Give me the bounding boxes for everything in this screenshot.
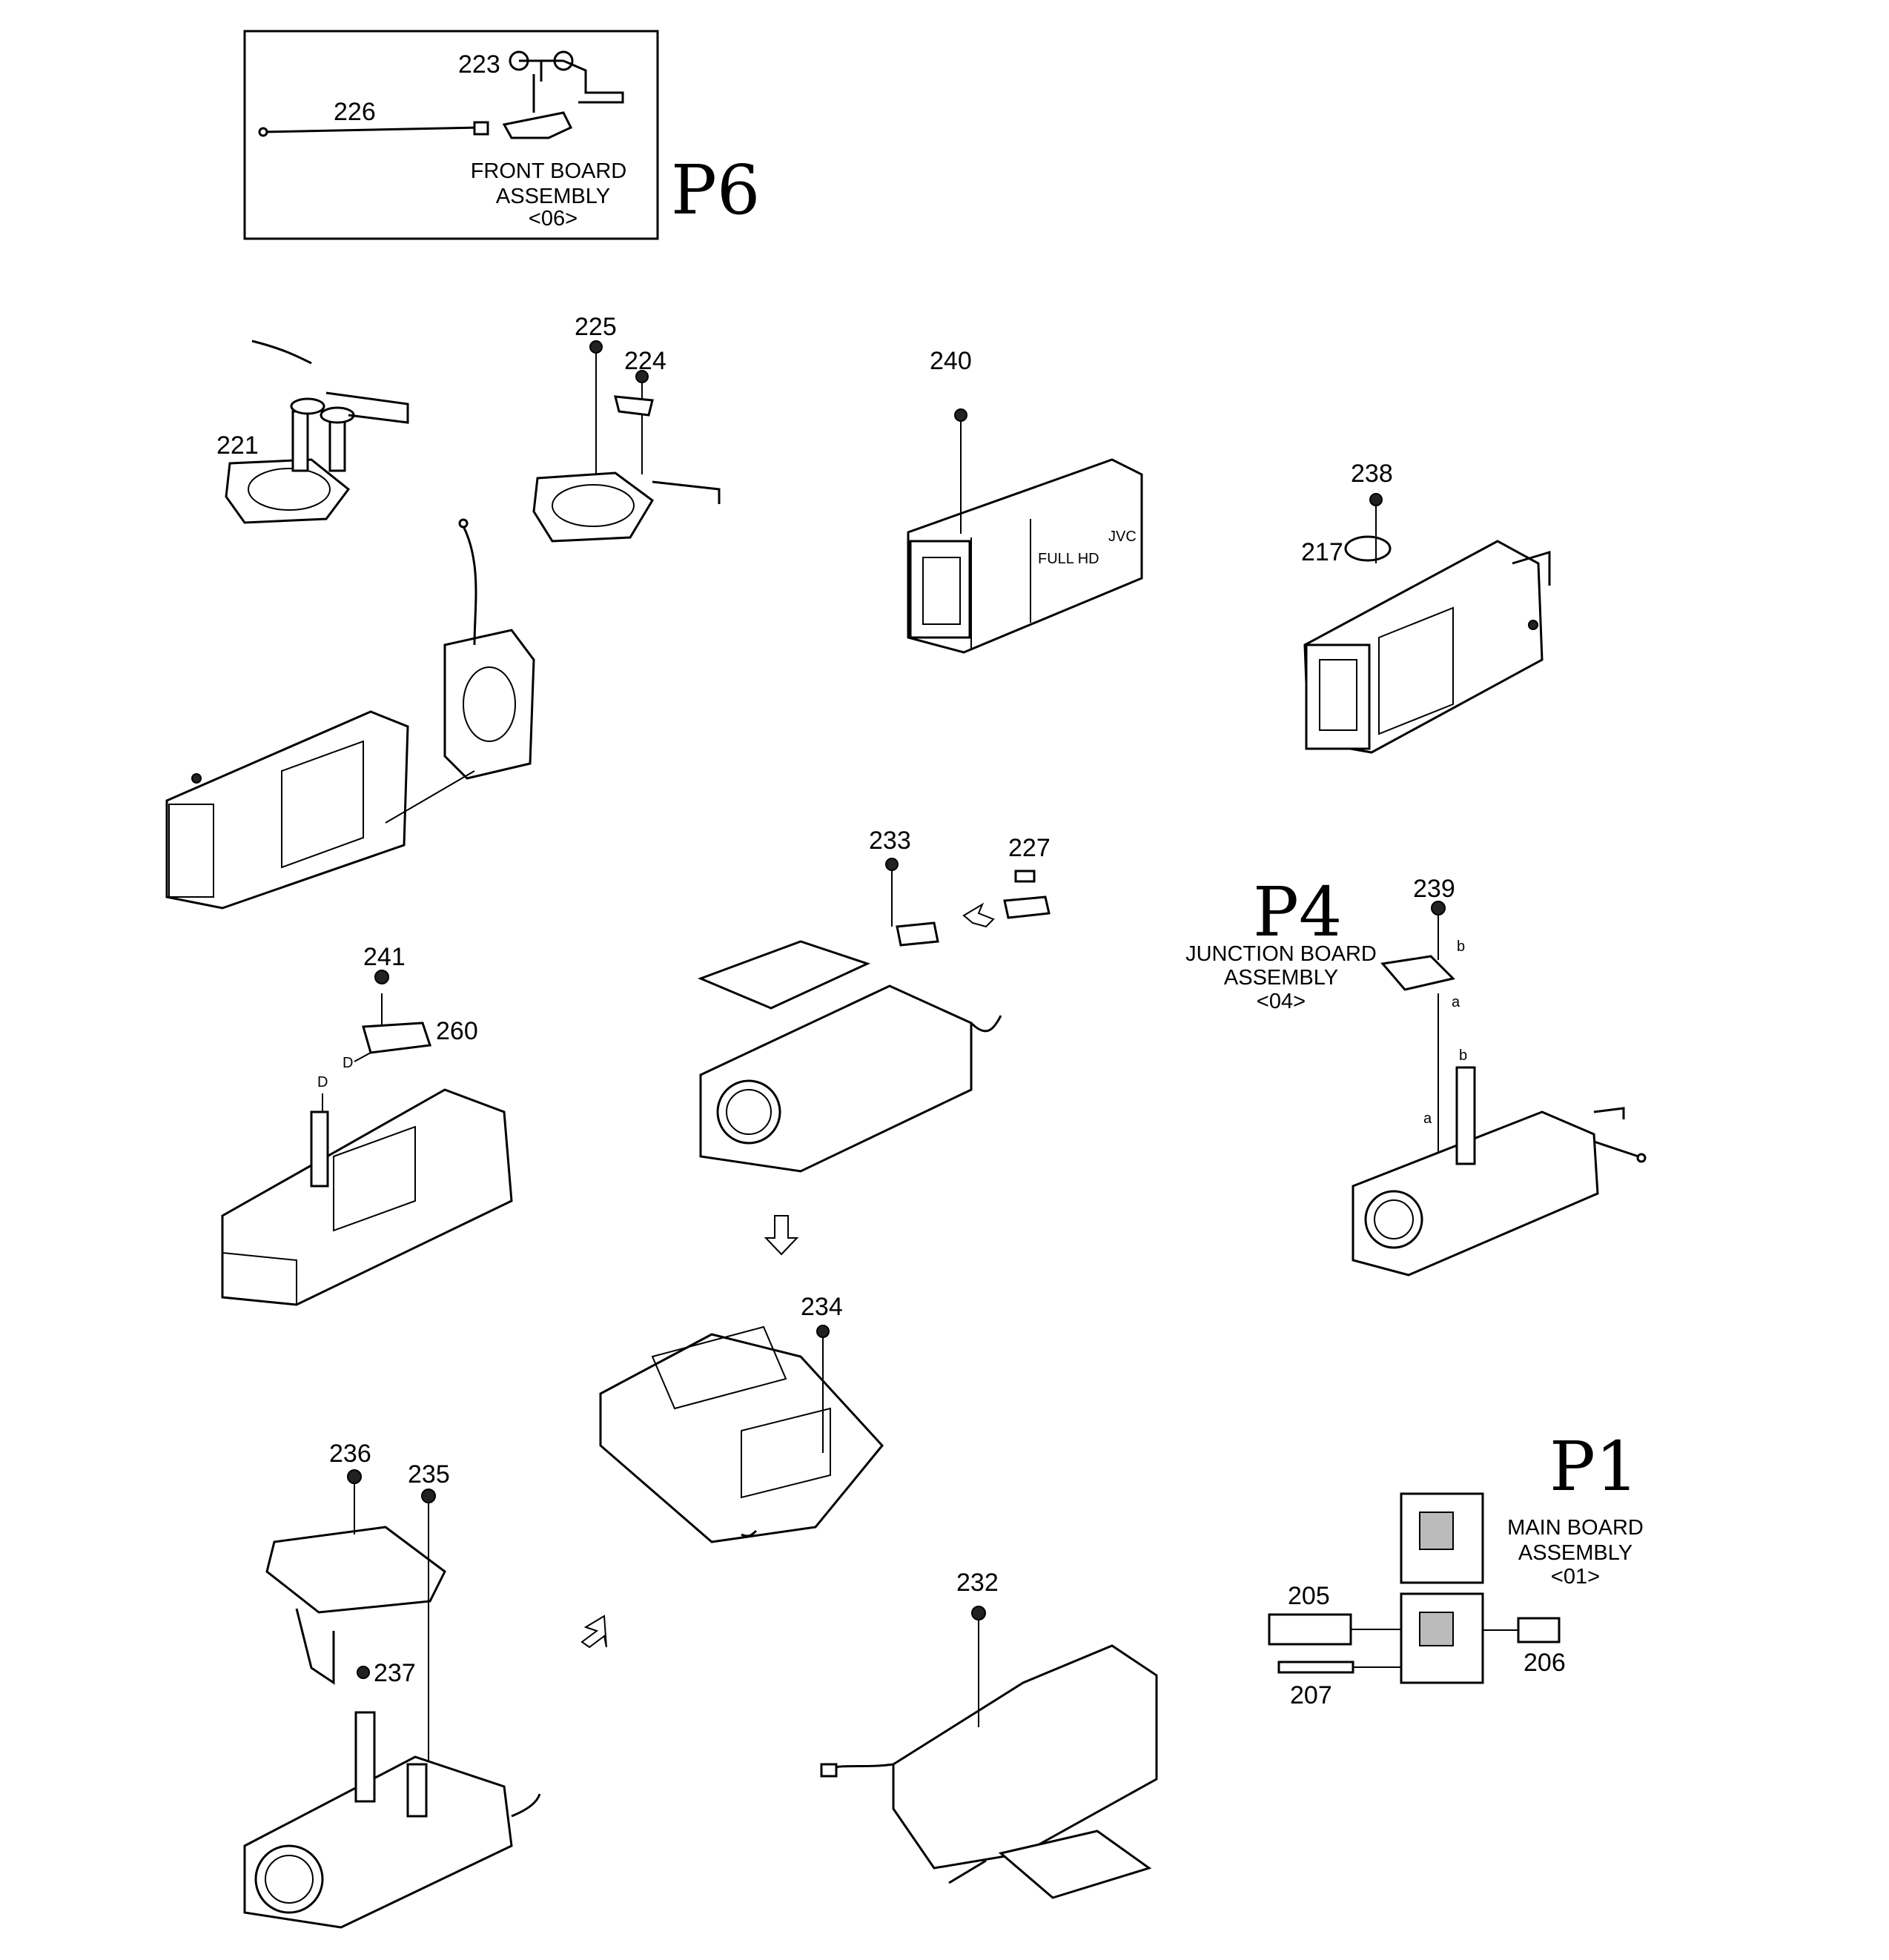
main-board-label-code: <01> [1551,1565,1600,1589]
junction-board-label-code: <04> [1257,990,1306,1013]
part-226-wire [262,126,483,133]
screw-234 [816,1325,830,1338]
part-number-224: 224 [624,347,666,375]
screw-232 [971,1606,986,1620]
screw-238 [1369,493,1383,506]
brand-mark: JVC [1108,529,1137,545]
part-240-camera-body: JVC FULL HD 240 [907,347,1143,654]
part-number-225: 225 [575,313,617,341]
screw-237 [357,1666,370,1679]
main-board-label-line2: ASSEMBLY [1518,1541,1632,1565]
screw-241 [374,970,389,984]
part-225-224-assembly: 225 224 [532,313,721,543]
junction-board [1380,955,1455,991]
front-board-label-line1: FRONT BOARD [471,159,627,183]
part-number-233: 233 [869,827,911,855]
callout-letter-b-1: b [1457,938,1465,955]
part-207 [1277,1661,1354,1674]
main-board-label-line1: MAIN BOARD [1507,1516,1644,1540]
side-board [443,629,535,780]
part-234-assembly: 234 [599,1293,884,1543]
part-number-240: 240 [930,347,972,375]
part-227 [1003,895,1051,919]
front-board-label-code: <06> [529,207,578,231]
part-number-234: 234 [801,1293,843,1321]
front-board-inset: 223 226 FRONT BOARD ASSEMBLY <06> [243,30,659,240]
handwritten-p6: P6 [671,150,760,230]
part-238-217-assembly: 238 217 [1301,460,1551,754]
center-top-board [697,940,871,1010]
screw-224 [635,370,649,383]
front-board-part [502,111,573,139]
camera-lens-window [922,557,961,625]
callout-letter-a-1: a [1452,994,1460,1010]
handwritten-p1: P1 [1549,1427,1638,1506]
part-number-236: 236 [329,1440,371,1468]
part-260 [362,1022,432,1054]
part-232-body [892,1644,1158,1870]
part-206 [1517,1617,1561,1643]
part-number-237: 237 [374,1659,416,1687]
arrow-227 [962,902,995,928]
screw-240 [954,408,967,422]
part-233-227-assembly: 233 227 [697,827,1051,1173]
part-221-assembly: 221 [216,340,409,524]
part-236-235-237-assembly: 236 235 237 [243,1440,541,1929]
arrow-diagonal [580,1615,607,1649]
mid-left-body [221,1088,513,1306]
side-board-cable [462,526,477,646]
screw-236 [347,1469,362,1484]
front-board-label-line2: ASSEMBLY [496,185,610,208]
part-number-221: 221 [216,431,259,460]
part-number-207: 207 [1290,1681,1332,1709]
part-number-206: 206 [1524,1649,1566,1677]
junction-board-assembly: P4 JUNCTION BOARD ASSEMBLY <04> 239 b a … [1185,873,1647,1277]
junction-board-label-line2: ASSEMBLY [1224,966,1338,990]
part-number-223: 223 [458,50,500,79]
inset-frame [243,30,659,240]
callout-letter-a-2: a [1423,1110,1432,1127]
arrow-down [764,1215,799,1256]
part-236-shield [265,1526,446,1614]
part-number-241: 241 [363,943,406,971]
part-233-bracket [896,921,939,947]
screw-235 [421,1489,436,1503]
part-232-board [998,1830,1152,1899]
left-camera-body [165,710,409,910]
part-number-232: 232 [956,1569,999,1597]
handwritten-p4: P4 [1253,873,1342,952]
part-217 [1344,535,1392,562]
part-205 [1268,1613,1352,1646]
screw-225 [589,340,603,354]
lens-badge: FULL HD [1038,551,1099,567]
screw-233 [885,858,899,871]
part-number-260: 260 [436,1017,478,1045]
part-number-238: 238 [1351,460,1393,488]
callout-letter-b-2: b [1459,1047,1467,1064]
part-number-205: 205 [1288,1582,1330,1610]
center-body [699,984,973,1173]
part-number-235: 235 [408,1460,450,1489]
part-241-260-assembly: D D 241 260 [221,943,513,1306]
screw-239 [1431,901,1446,916]
part-number-239: 239 [1413,875,1455,903]
part-number-227: 227 [1008,834,1051,862]
part-number-217: 217 [1301,538,1343,566]
left-body-assembly [165,518,535,910]
callout-letter-D-2: D [343,1055,353,1071]
callout-letter-D-1: D [317,1074,328,1090]
part-225-housing [532,471,654,543]
main-board-assembly: P1 MAIN BOARD ASSEMBLY <01> 205 206 207 [1268,1427,1644,1709]
part-232-assembly: 232 [820,1569,1158,1899]
part-number-226: 226 [334,98,376,126]
junction-board-label-line1: JUNCTION BOARD [1185,942,1377,966]
